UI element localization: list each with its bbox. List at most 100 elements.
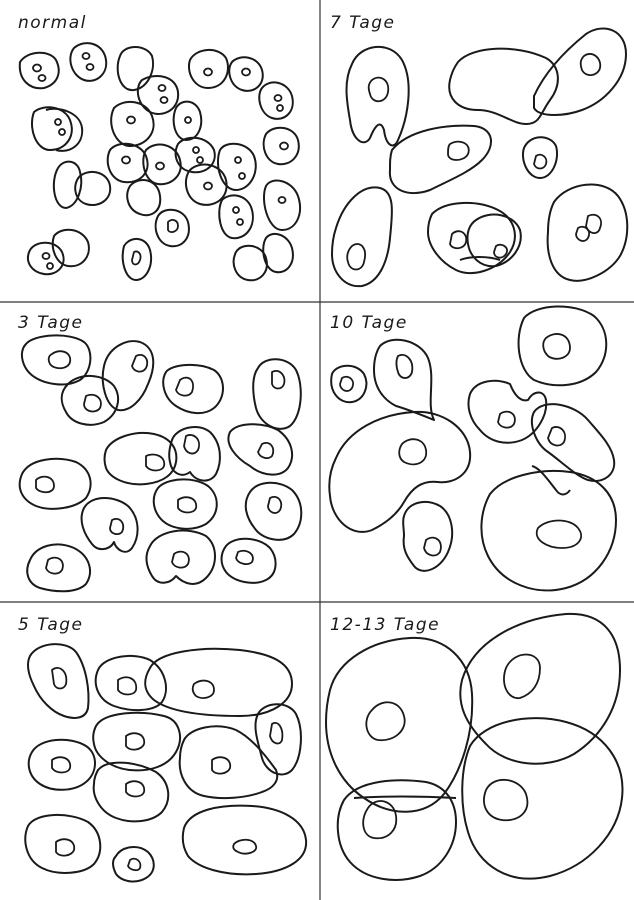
cell-outline	[113, 847, 154, 881]
panel-label-5-tage: 5 Tage	[18, 615, 84, 635]
nucleus-outline	[534, 155, 546, 169]
cell-outline	[460, 257, 500, 260]
nucleus-outline	[235, 157, 241, 163]
cell-outline	[264, 181, 300, 230]
nucleus-outline	[176, 378, 193, 396]
cell-outline	[263, 234, 293, 272]
nucleus-outline	[258, 443, 273, 458]
nucleus-outline	[450, 231, 466, 248]
cell-outline	[326, 638, 472, 812]
panel-label-7-tage: 7 Tage	[330, 13, 396, 33]
nucleus-outline	[126, 733, 144, 749]
nucleus-outline	[268, 497, 281, 513]
nucleus-outline	[132, 251, 141, 264]
cell-outline	[462, 718, 622, 878]
nucleus-outline	[84, 395, 101, 412]
cell-outline	[229, 57, 263, 91]
nucleus-outline	[237, 219, 243, 225]
nucleus-outline	[279, 197, 286, 203]
nucleus-outline	[126, 781, 144, 796]
cell-outline	[32, 107, 72, 150]
nucleus-outline	[49, 351, 71, 368]
cell-outline	[118, 47, 153, 90]
nucleus-outline	[548, 427, 565, 446]
cell-outline	[123, 239, 151, 280]
nucleus-outline	[233, 207, 239, 213]
cell-outline	[222, 539, 276, 583]
nucleus-outline	[59, 129, 65, 135]
panel-label-normal: normal	[18, 13, 87, 33]
nucleus-outline	[347, 244, 365, 270]
nucleus-outline	[236, 551, 253, 564]
cell-outline	[218, 144, 256, 190]
nucleus-outline	[242, 69, 250, 76]
nucleus-outline	[212, 757, 230, 773]
panel-12-13-tage: 12-13 Tage	[326, 614, 622, 880]
cell-outline	[347, 47, 409, 146]
panel-7-tage: 7 Tage	[330, 13, 627, 286]
nucleus-outline	[185, 117, 191, 123]
nucleus-outline	[33, 65, 41, 72]
cells-12-13-tage	[326, 614, 622, 880]
nucleus-outline	[156, 163, 164, 170]
nucleus-outline	[128, 859, 140, 870]
nucleus-outline	[122, 157, 130, 164]
nucleus-outline	[581, 54, 601, 75]
nucleus-outline	[168, 220, 178, 232]
nucleus-outline	[239, 173, 245, 179]
nucleus-outline	[172, 552, 189, 568]
cell-outline	[374, 340, 434, 420]
nucleus-outline	[55, 119, 61, 125]
cell-outline	[174, 102, 202, 140]
cell-outline	[403, 502, 452, 571]
nucleus-outline	[366, 702, 404, 740]
nucleus-outline	[277, 105, 283, 111]
cell-outline	[246, 483, 302, 540]
cell-outline	[234, 246, 267, 281]
nucleus-outline	[193, 147, 199, 153]
panel-3-tage: 3 Tage	[18, 313, 301, 591]
cell-outline	[264, 128, 299, 165]
panel-label-10-tage: 10 Tage	[330, 313, 408, 333]
nucleus-outline	[47, 263, 53, 269]
nucleus-outline	[484, 780, 527, 820]
nucleus-outline	[275, 95, 282, 101]
cell-outline	[154, 479, 217, 528]
nucleus-outline	[52, 668, 66, 689]
cell-outline	[82, 498, 138, 552]
cell-outline	[27, 544, 90, 591]
cell-outline	[103, 341, 153, 410]
cell-outline	[354, 797, 456, 799]
nucleus-outline	[498, 412, 515, 428]
nucleus-outline	[132, 355, 147, 372]
panel-5-tage: 5 Tage	[18, 615, 306, 881]
nucleus-outline	[270, 723, 282, 744]
nucleus-outline	[504, 655, 540, 699]
cell-outline	[329, 412, 470, 532]
cell-outline	[156, 210, 189, 247]
nucleus-outline	[46, 558, 63, 574]
nucleus-outline	[39, 75, 46, 81]
cells-5-tage	[25, 644, 306, 881]
cell-outline	[523, 137, 557, 178]
nucleus-outline	[87, 64, 94, 70]
cell-outline	[127, 180, 160, 215]
cell-outline	[28, 644, 89, 718]
cell-outline	[332, 187, 392, 286]
nucleus-outline	[56, 839, 74, 855]
cell-outline	[146, 531, 215, 584]
panel-10-tage: 10 Tage	[329, 306, 616, 590]
cell-outline	[519, 306, 607, 385]
nucleus-outline	[184, 435, 199, 454]
cell-outline	[93, 713, 180, 771]
cell-outline	[62, 376, 118, 425]
cell-outline	[94, 763, 169, 822]
cells-10-tage	[329, 306, 616, 590]
nucleus-outline	[146, 454, 164, 470]
cells-normal	[20, 43, 300, 280]
cell-outline	[219, 195, 253, 238]
cell-outline	[428, 203, 515, 273]
nucleus-outline	[193, 681, 214, 698]
nucleus-outline	[178, 497, 196, 512]
nucleus-outline	[159, 85, 166, 91]
